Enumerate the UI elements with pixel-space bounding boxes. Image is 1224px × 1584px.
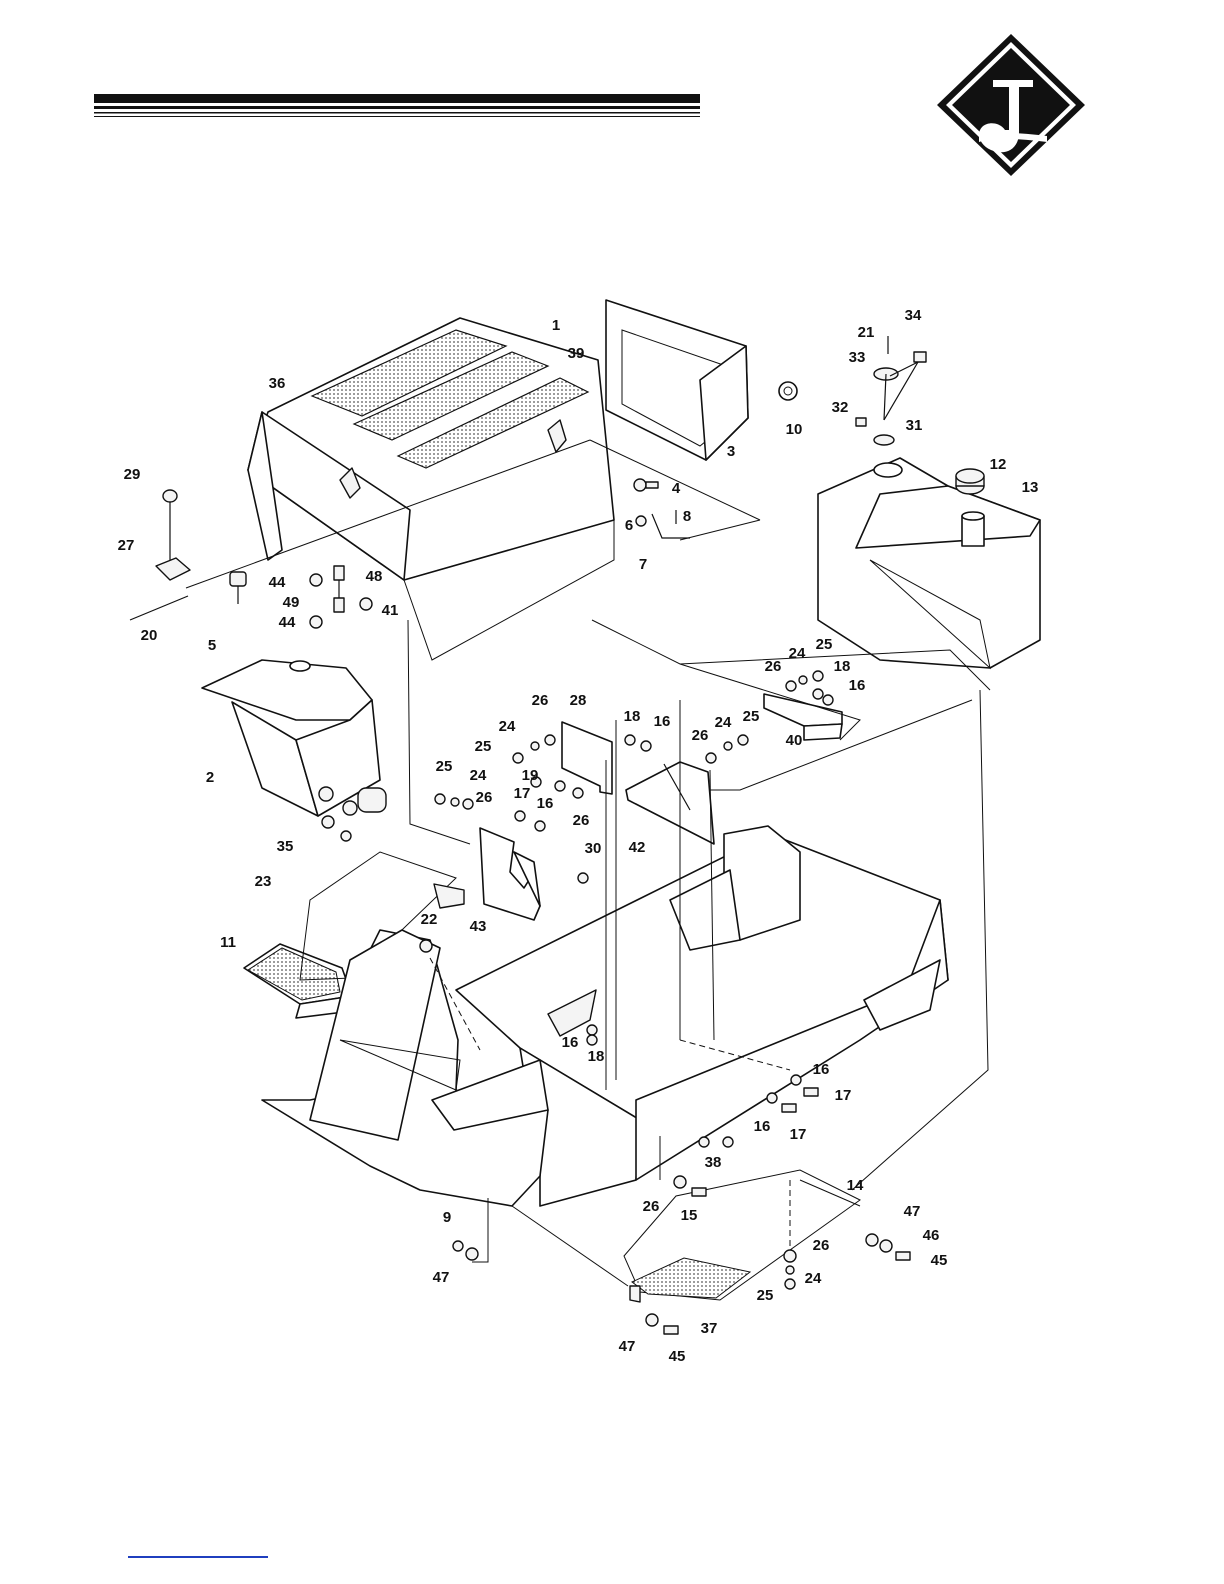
callout-c42: 42 — [629, 839, 646, 856]
callout-c24a: 24 — [499, 718, 516, 735]
callout-c6: 6 — [625, 517, 633, 534]
fuel-cap-part-12 — [956, 469, 984, 494]
callout-c19: 19 — [522, 767, 539, 784]
callout-c39: 39 — [568, 345, 585, 362]
callout-c43: 43 — [470, 918, 487, 935]
callout-c38: 38 — [705, 1154, 722, 1171]
shield-part-42 — [626, 762, 714, 844]
callout-c34: 34 — [905, 307, 922, 324]
callout-c49: 49 — [283, 594, 300, 611]
callout-c3: 3 — [727, 443, 735, 460]
callout-c26g: 26 — [813, 1237, 830, 1254]
callout-c44a: 44 — [269, 574, 286, 591]
callout-c20: 20 — [141, 627, 158, 644]
callout-c1: 1 — [552, 317, 560, 334]
callout-c24d: 24 — [789, 645, 806, 662]
callout-c9: 9 — [443, 1209, 451, 1226]
right-step-part — [624, 1170, 860, 1302]
callout-c5: 5 — [208, 637, 216, 654]
callout-c2: 2 — [206, 769, 214, 786]
callout-c40: 40 — [786, 732, 803, 749]
callout-c8: 8 — [683, 508, 691, 525]
callout-c4: 4 — [672, 480, 681, 497]
callout-c26e: 26 — [765, 658, 782, 675]
callout-c46: 46 — [923, 1227, 940, 1244]
callout-c26a: 26 — [532, 692, 549, 709]
callout-c26d: 26 — [692, 727, 709, 744]
callout-c12: 12 — [990, 456, 1007, 473]
bracket-frame-part — [606, 300, 748, 460]
callout-c10: 10 — [786, 421, 803, 438]
grommet-part-10 — [779, 382, 797, 400]
callout-c26b: 26 — [476, 789, 493, 806]
callout-c47b: 47 — [433, 1269, 450, 1286]
callout-c18b: 18 — [834, 658, 851, 675]
callout-c48: 48 — [366, 568, 383, 585]
callout-c16b: 16 — [849, 677, 866, 694]
callout-c7: 7 — [639, 556, 647, 573]
hydraulic-tank-part — [202, 660, 386, 828]
callout-c16f: 16 — [754, 1118, 771, 1135]
callout-c17c: 17 — [790, 1126, 807, 1143]
callout-c16c: 16 — [537, 795, 554, 812]
callout-c47a: 47 — [904, 1203, 921, 1220]
mount-plate-part-28 — [562, 722, 612, 794]
callout-c25a: 25 — [475, 738, 492, 755]
callout-c28: 28 — [570, 692, 587, 709]
callout-c21: 21 — [858, 324, 875, 341]
callout-c16d: 16 — [562, 1034, 579, 1051]
callout-c16a: 16 — [654, 713, 671, 730]
callout-c44b: 44 — [279, 614, 296, 631]
callout-c23: 23 — [255, 873, 272, 890]
callout-c37: 37 — [701, 1320, 718, 1337]
fitting-assembly-part — [310, 566, 372, 628]
callout-c24e: 24 — [805, 1270, 822, 1287]
callout-c17a: 17 — [514, 785, 531, 802]
callout-c11: 11 — [220, 934, 236, 951]
callout-c35: 35 — [277, 838, 294, 855]
callout-c36: 36 — [269, 375, 286, 392]
callout-c33: 33 — [849, 349, 866, 366]
callout-c17b: 17 — [835, 1087, 852, 1104]
callout-c13: 13 — [1022, 479, 1039, 496]
callout-c25e: 25 — [757, 1287, 774, 1304]
hood-part — [248, 318, 614, 660]
switch-bracket-part — [130, 490, 190, 620]
callout-c25b: 25 — [436, 758, 453, 775]
fuel-tank-part — [818, 458, 1040, 668]
callout-c47c: 47 — [619, 1338, 636, 1355]
callout-c31: 31 — [906, 417, 923, 434]
callout-c26f: 26 — [643, 1198, 660, 1215]
bracket-part-43 — [480, 828, 540, 920]
callout-c15: 15 — [681, 1207, 698, 1224]
callout-c25d: 25 — [816, 636, 833, 653]
callout-c30: 30 — [585, 840, 602, 857]
callout-c26c: 26 — [573, 812, 590, 829]
callout-c14: 14 — [847, 1177, 864, 1194]
callout-c41: 41 — [382, 602, 399, 619]
callout-c24c: 24 — [715, 714, 732, 731]
callout-c32: 32 — [832, 399, 849, 416]
callout-c18c: 18 — [588, 1048, 605, 1065]
callout-c18a: 18 — [624, 708, 641, 725]
callout-c29: 29 — [124, 466, 141, 483]
callout-c27: 27 — [118, 537, 135, 554]
footer-rule — [128, 1556, 268, 1558]
callout-c24b: 24 — [470, 767, 487, 784]
callout-c22: 22 — [421, 911, 438, 928]
callout-c16e: 16 — [813, 1061, 830, 1078]
fill-plug-part-5 — [230, 572, 246, 604]
callout-c25c: 25 — [743, 708, 760, 725]
callout-c45a: 45 — [931, 1252, 948, 1269]
callout-c45b: 45 — [669, 1348, 686, 1365]
